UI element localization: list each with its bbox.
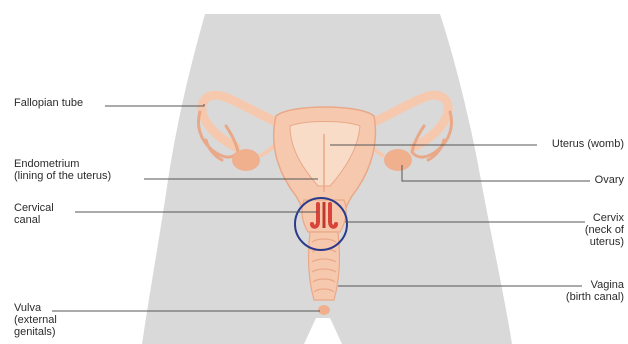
label-fallopian-tube: Fallopian tube	[14, 97, 83, 109]
label-cervix-line2: (neck of	[585, 224, 624, 236]
label-vagina: Vagina (birth canal)	[566, 279, 624, 303]
label-endometrium-line1: Endometrium	[14, 158, 111, 170]
label-cervical-canal-line2: canal	[14, 214, 54, 226]
label-cervix-line1: Cervix	[585, 212, 624, 224]
label-ovary: Ovary	[595, 174, 624, 186]
label-vulva-line2: (external	[14, 314, 57, 326]
left-ovary	[232, 149, 260, 171]
label-cervical-canal: Cervical canal	[14, 202, 54, 226]
right-ovary	[384, 149, 412, 171]
label-vagina-line2: (birth canal)	[566, 291, 624, 303]
label-uterus: Uterus (womb)	[552, 138, 624, 150]
label-cervix: Cervix (neck of uterus)	[585, 212, 624, 248]
label-endometrium: Endometrium (lining of the uterus)	[14, 158, 111, 182]
vagina	[309, 232, 340, 300]
label-endometrium-line2: (lining of the uterus)	[14, 170, 111, 182]
label-cervix-line3: uterus)	[585, 236, 624, 248]
label-vagina-line1: Vagina	[566, 279, 624, 291]
label-cervical-canal-line1: Cervical	[14, 202, 54, 214]
label-vulva-line3: genitals)	[14, 326, 57, 338]
vulva	[318, 305, 330, 315]
label-vulva: Vulva (external genitals)	[14, 302, 57, 338]
label-vulva-line1: Vulva	[14, 302, 57, 314]
